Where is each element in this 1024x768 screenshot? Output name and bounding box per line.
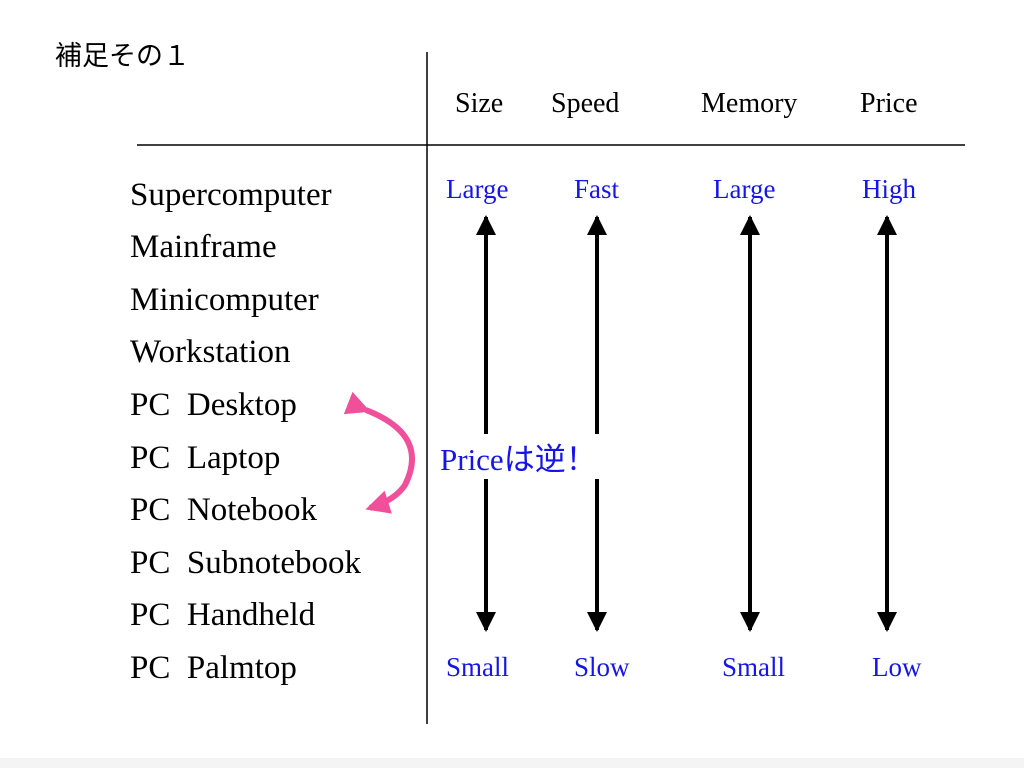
column-header-memory: Memory	[701, 88, 798, 119]
row-item: Mainframe	[130, 229, 277, 265]
memory-bottom-label: Small	[722, 652, 786, 682]
slide-title: 補足その１	[55, 41, 190, 72]
column-header-size: Size	[455, 88, 504, 119]
swap-curved-arrow	[343, 391, 416, 514]
row-item: PC Handheld	[130, 597, 316, 633]
price-bottom-label: Low	[872, 652, 922, 682]
row-item: Workstation	[130, 334, 291, 370]
price-top-label: High	[862, 174, 916, 204]
column-header-price: Price	[860, 88, 918, 119]
row-item: Supercomputer	[130, 177, 332, 213]
footer-band	[0, 758, 1024, 768]
row-item: Minicomputer	[130, 282, 319, 318]
row-item: PC Subnotebook	[130, 545, 362, 581]
row-item: PC Palmtop	[130, 650, 297, 686]
column-header-speed: Speed	[551, 88, 620, 119]
memory-top-label: Large	[713, 174, 776, 204]
price-reverse-callout: Priceは逆！	[438, 434, 599, 479]
size-bottom-label: Small	[446, 652, 510, 682]
speed-top-label: Fast	[574, 174, 620, 204]
size-top-label: Large	[446, 174, 509, 204]
row-item: PC Notebook	[130, 492, 318, 528]
row-item: PC Laptop	[130, 440, 281, 476]
speed-bottom-label: Slow	[574, 652, 630, 682]
row-item: PC Desktop	[130, 387, 297, 423]
